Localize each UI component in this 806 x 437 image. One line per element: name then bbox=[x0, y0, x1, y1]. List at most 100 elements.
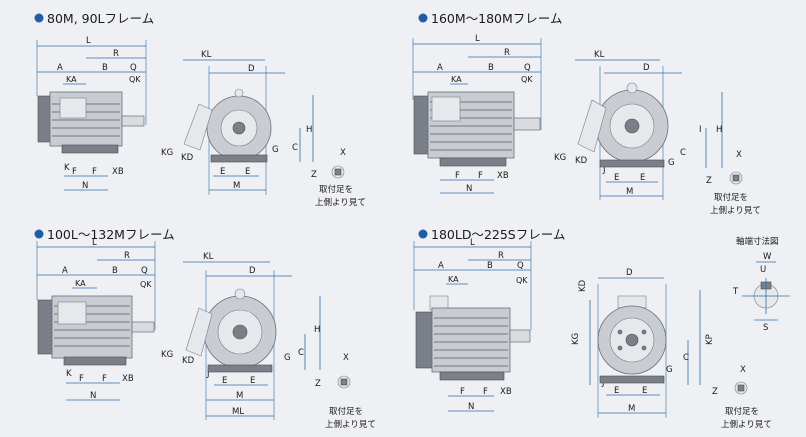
dim-XB: XB bbox=[122, 374, 134, 384]
shaft-key-detail: X Z 取付足を 上側より見て bbox=[712, 365, 772, 430]
lifting-eye-icon bbox=[234, 88, 244, 98]
section-bullet-icon bbox=[418, 13, 428, 23]
dim-C: C bbox=[680, 148, 686, 158]
dim-L: L bbox=[475, 34, 480, 44]
dim-A: A bbox=[57, 63, 63, 73]
dim-Q: Q bbox=[141, 266, 148, 276]
dim-KG: KG bbox=[161, 350, 173, 360]
terminal-box bbox=[183, 103, 213, 151]
dim-H: H bbox=[716, 125, 722, 135]
dim-N: N bbox=[466, 184, 472, 194]
section-100l-132m: 100L～132Mフレーム L R A B Q KA QK bbox=[34, 227, 376, 430]
dim-KD: KD bbox=[575, 156, 588, 166]
shaft-end-detail: 軸端寸法図 W U T S bbox=[732, 236, 790, 333]
section-title: 100L～132Mフレーム bbox=[47, 227, 175, 242]
dim-E2: E bbox=[250, 376, 255, 386]
dim-U: U bbox=[760, 265, 766, 275]
bottom-dimensions: K F F XB N bbox=[66, 369, 134, 401]
dim-KD: KD bbox=[182, 356, 195, 366]
dim-B: B bbox=[102, 63, 108, 73]
dim-B: B bbox=[488, 63, 494, 73]
dim-F: F bbox=[72, 167, 77, 177]
dim-J: J bbox=[206, 369, 210, 379]
lifting-eye-icon bbox=[234, 288, 246, 300]
mount-note-line2: 上側より見て bbox=[721, 419, 772, 430]
dim-E: E bbox=[220, 167, 225, 177]
dim-KA: KA bbox=[451, 75, 462, 84]
section-bullet-icon bbox=[418, 229, 428, 239]
section-180ld-225s: 180LD～225Sフレーム L R A B Q KA QK bbox=[413, 227, 790, 430]
dim-QK: QK bbox=[129, 75, 141, 84]
dim-QK: QK bbox=[521, 75, 533, 84]
dim-KL: KL bbox=[594, 50, 605, 60]
dim-C: C bbox=[683, 353, 689, 363]
section-80m-90l: 80M, 90Lフレーム L R A B Q KA QK bbox=[34, 11, 366, 208]
dim-C: C bbox=[292, 143, 298, 153]
terminal-box bbox=[577, 99, 607, 153]
dim-E2: E bbox=[640, 173, 645, 183]
dim-W: W bbox=[763, 252, 772, 262]
mount-note-line1: 取付足を bbox=[725, 406, 759, 417]
dim-F2: F bbox=[92, 167, 97, 177]
dim-R: R bbox=[498, 251, 504, 261]
dim-G: G bbox=[666, 365, 673, 375]
front-view-dimensions: KL D H C G KG KD J E E M ML bbox=[161, 252, 320, 420]
section-160m-180m: 160M～180Mフレーム L R A B Q KA QK bbox=[412, 11, 761, 216]
bottom-dimensions: F F XB N K bbox=[64, 163, 124, 191]
dim-S: S bbox=[763, 323, 768, 333]
dim-G: G bbox=[284, 353, 291, 363]
dim-N: N bbox=[468, 402, 474, 412]
dim-Q: Q bbox=[524, 63, 531, 73]
dim-KG: KG bbox=[161, 148, 173, 158]
dim-L: L bbox=[92, 238, 97, 248]
shaft-view-title: 軸端寸法図 bbox=[736, 236, 779, 247]
motor-front-view bbox=[183, 88, 272, 163]
dim-D: D bbox=[248, 64, 255, 74]
dim-K: K bbox=[66, 369, 72, 379]
lifting-eye-icon bbox=[626, 82, 638, 94]
dim-M: M bbox=[236, 391, 243, 401]
dim-L: L bbox=[470, 238, 475, 248]
dim-E2: E bbox=[245, 167, 250, 177]
mount-note-line2: 上側より見て bbox=[325, 419, 376, 430]
dim-X: X bbox=[343, 353, 349, 363]
front-view-dimensions: D KD KG KP C G J E E M bbox=[571, 268, 715, 418]
dim-Z: Z bbox=[315, 379, 321, 389]
dim-L: L bbox=[86, 36, 91, 46]
dim-B: B bbox=[112, 266, 118, 276]
dim-Z: Z bbox=[311, 170, 317, 180]
shaft-key-detail: X Z 取付足を 上側より見て bbox=[311, 148, 366, 208]
dim-J: J bbox=[602, 165, 606, 175]
dim-G: G bbox=[272, 145, 279, 155]
dim-QK: QK bbox=[140, 280, 152, 289]
dim-D: D bbox=[626, 268, 633, 278]
motor-front-view bbox=[597, 295, 667, 384]
dim-X: X bbox=[740, 365, 746, 375]
dim-KD: KD bbox=[181, 153, 194, 163]
dim-T: T bbox=[732, 287, 739, 297]
dim-H: H bbox=[314, 325, 320, 335]
dim-Q: Q bbox=[517, 261, 524, 271]
dim-KL: KL bbox=[201, 50, 212, 60]
dim-F: F bbox=[79, 374, 84, 384]
section-title: 180LD～225Sフレーム bbox=[431, 227, 565, 242]
dim-QK: QK bbox=[516, 276, 528, 285]
dim-XB: XB bbox=[497, 171, 509, 181]
section-bullet-icon bbox=[34, 229, 44, 239]
dim-A: A bbox=[437, 63, 443, 73]
dim-F2: F bbox=[483, 387, 488, 397]
mount-note-line1: 取付足を bbox=[319, 184, 353, 195]
section-title: 160M～180Mフレーム bbox=[431, 11, 562, 26]
dim-R: R bbox=[113, 49, 119, 59]
dim-M: M bbox=[626, 187, 633, 197]
dim-Q: Q bbox=[130, 63, 137, 73]
dim-F2: F bbox=[102, 374, 107, 384]
dim-X: X bbox=[736, 150, 742, 160]
shaft-key-detail: X Z 取付足を 上側より見て bbox=[706, 150, 761, 216]
shaft-key-detail: X Z 取付足を 上側より見て bbox=[315, 353, 376, 430]
dim-G: G bbox=[668, 158, 675, 168]
section-bullet-icon bbox=[34, 13, 44, 23]
motor-side-view bbox=[413, 91, 541, 167]
mount-note-line2: 上側より見て bbox=[710, 205, 761, 216]
